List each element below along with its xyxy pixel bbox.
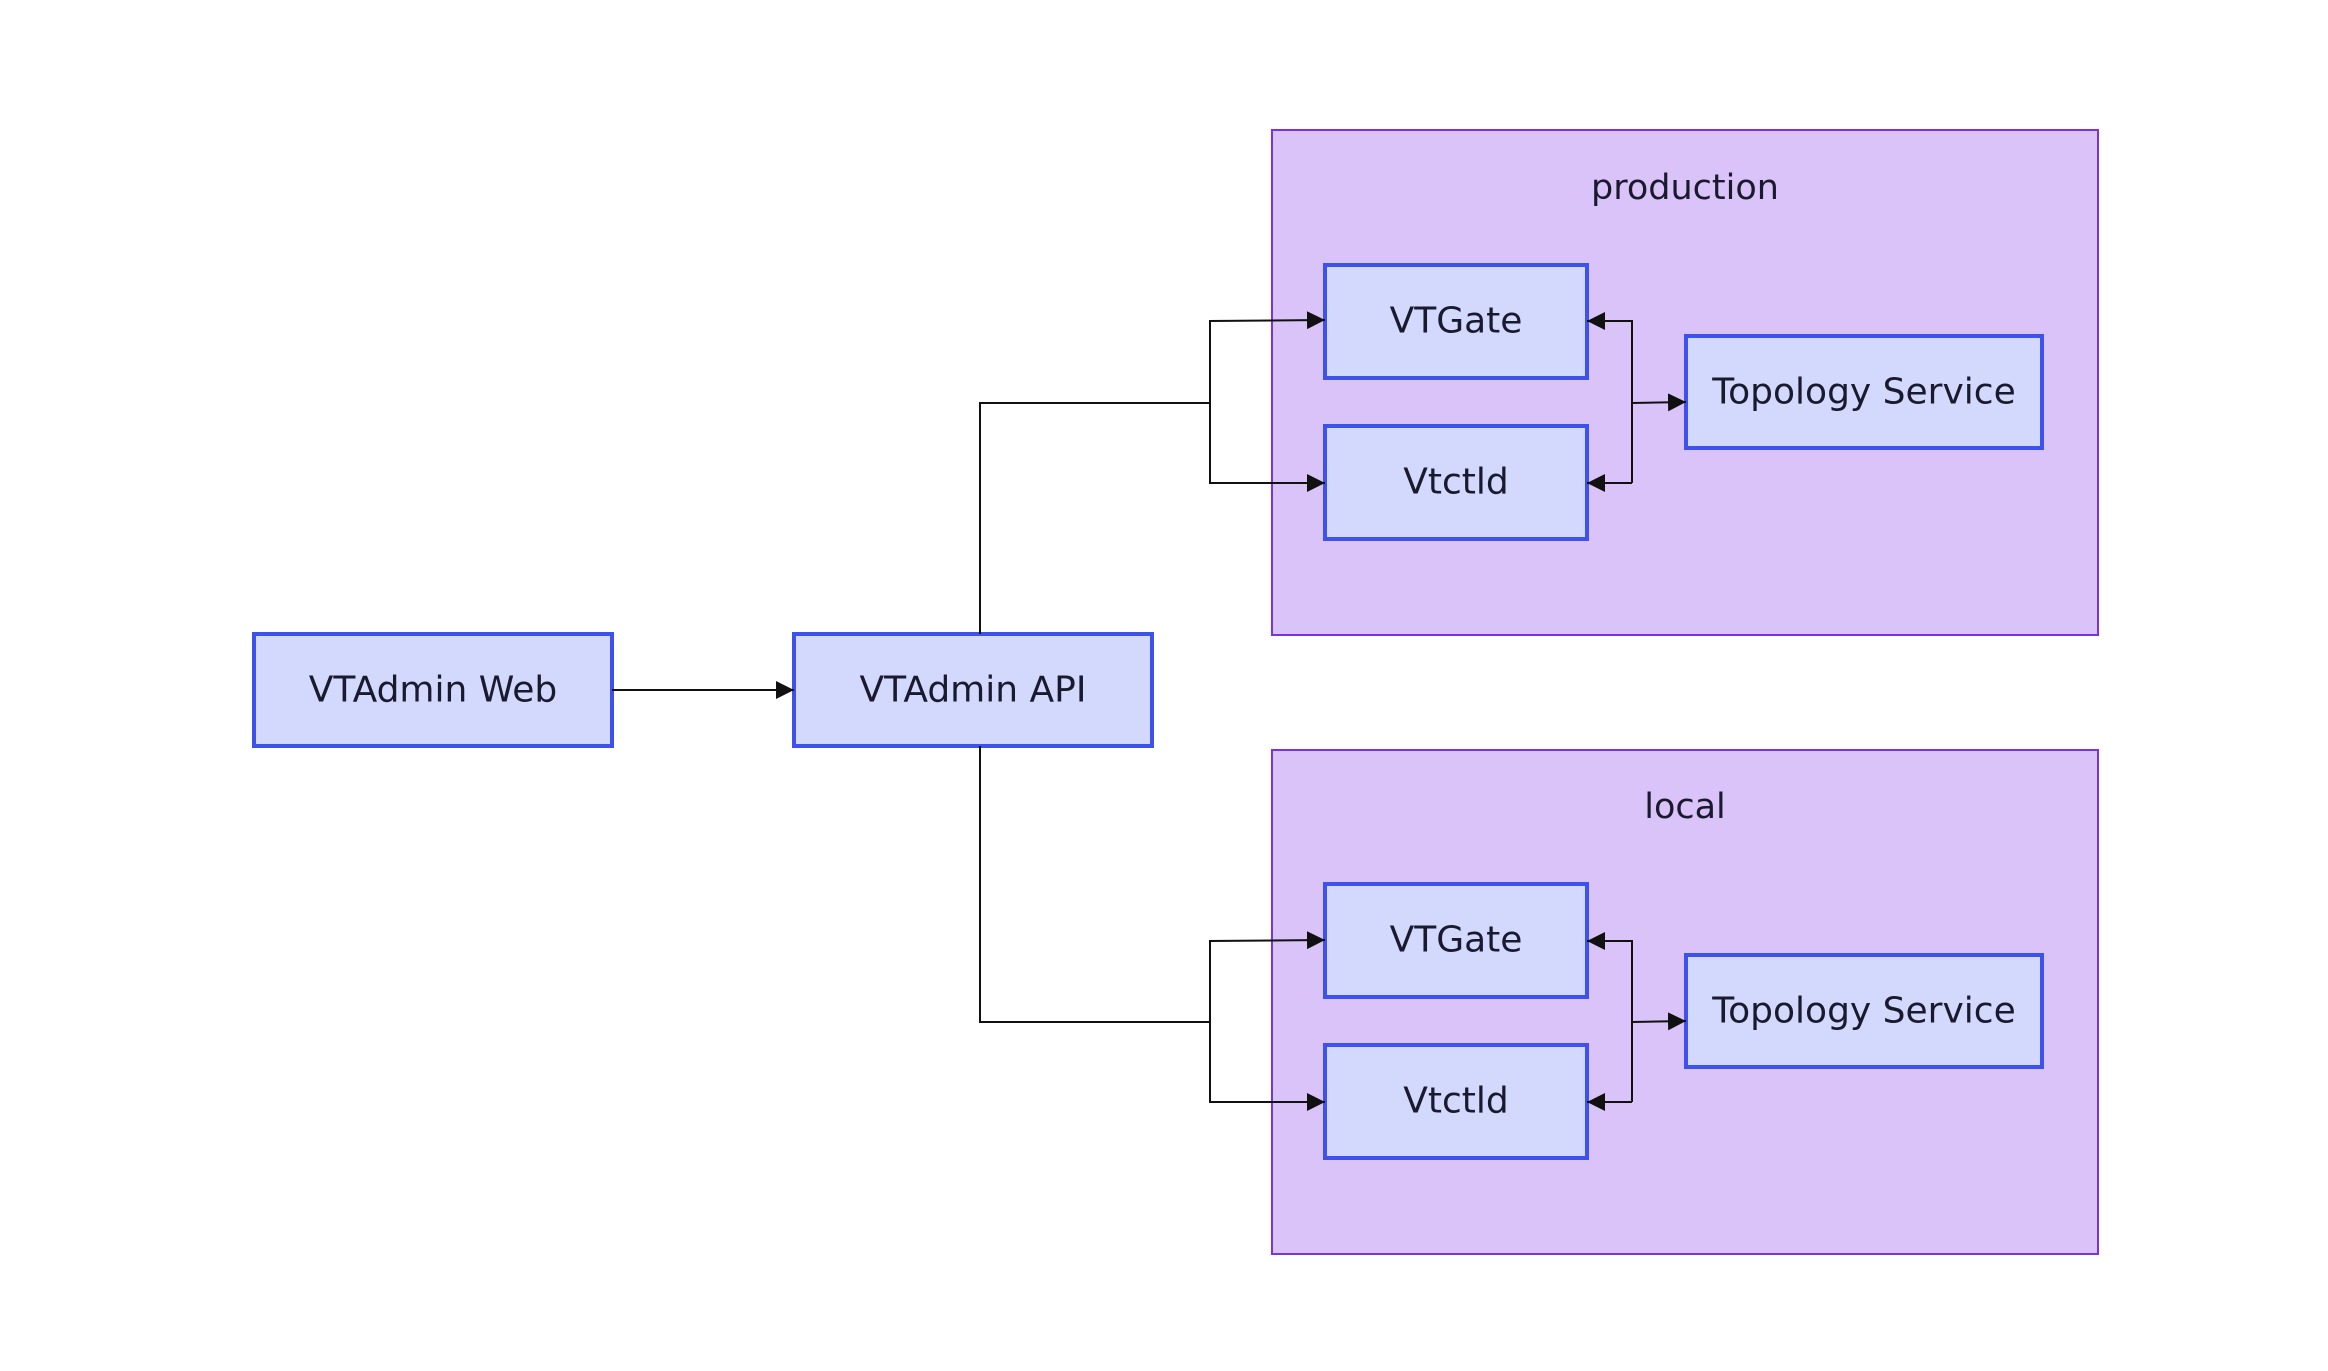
local-vtctld-label: Vtctld [1403, 1081, 1509, 1122]
production-vtctld-node[interactable]: Vtctld [1323, 424, 1589, 541]
vtadmin-api-label: VTAdmin API [860, 670, 1087, 711]
production-topology-service-label: Topology Service [1711, 372, 2015, 413]
edge-api-to-production [979, 402, 1210, 634]
cluster-local: local VTGate Vtctld Topology Service [1271, 749, 2099, 1255]
local-vtgate-node[interactable]: VTGate [1323, 882, 1589, 999]
vtadmin-web-label: VTAdmin Web [309, 670, 557, 711]
edge-api-to-local [979, 746, 1210, 1023]
cluster-production: production VTGate Vtctld Topology Servic… [1271, 129, 2099, 636]
vtadmin-web-node[interactable]: VTAdmin Web [252, 632, 614, 748]
local-vtctld-node[interactable]: Vtctld [1323, 1043, 1589, 1160]
edges [612, 311, 1687, 1111]
edge-production-to-vtgate [1209, 311, 1326, 403]
cluster-local-label: local [1644, 787, 1726, 827]
production-topology-service-node[interactable]: Topology Service [1684, 334, 2044, 450]
production-vtgate-node[interactable]: VTGate [1323, 263, 1589, 380]
edge-local-junction-to-topology [1631, 1012, 1687, 1031]
edge-local-to-vtctld [1209, 1022, 1325, 1111]
vtadmin-api-node[interactable]: VTAdmin API [792, 632, 1154, 748]
cluster-production-label: production [1591, 168, 1779, 208]
local-topology-service-node[interactable]: Topology Service [1684, 953, 2044, 1069]
production-vtgate-label: VTGate [1390, 301, 1523, 342]
edge-production-to-vtctld [1209, 403, 1325, 492]
production-vtctld-label: Vtctld [1403, 462, 1509, 503]
local-vtgate-label: VTGate [1390, 920, 1523, 961]
local-topology-service-label: Topology Service [1711, 991, 2015, 1032]
edge-local-to-vtgate [1209, 931, 1326, 1022]
edge-prod-junction-to-topology [1631, 393, 1687, 412]
